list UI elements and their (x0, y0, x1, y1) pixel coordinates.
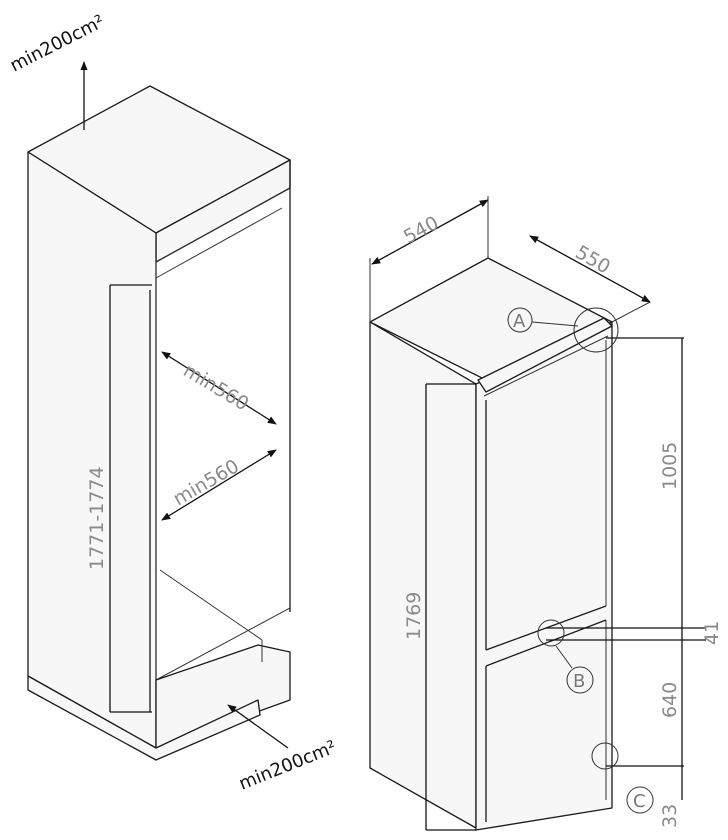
vent-top-arrow: min200cm² (7, 11, 108, 130)
vent-bottom-label: min200cm² (236, 737, 339, 795)
upper-door-label: 1005 (659, 442, 681, 490)
marker-a-label: A (513, 311, 526, 332)
appliance-door-dimensions: 1005 41 640 33 (546, 337, 723, 828)
depth-lower-label: min560 (170, 455, 243, 510)
vent-top-label: min200cm² (7, 11, 108, 76)
base-label: 33 (659, 804, 681, 828)
niche-depth-lower-dimension: min560 (161, 449, 277, 521)
niche-cabinet (27, 85, 291, 761)
appliance-height-dimension: 1769 (403, 383, 476, 831)
height-label: 1769 (403, 592, 425, 640)
marker-b: B (537, 619, 594, 694)
niche-depth-upper-dimension: min560 (161, 351, 277, 425)
lower-door-label: 640 (659, 682, 681, 718)
width-label: 540 (400, 212, 442, 248)
depth-upper-label: min560 (179, 359, 252, 415)
depth-label: 550 (572, 241, 614, 278)
marker-a: A (507, 307, 619, 353)
niche-height-dimension: 1771-1774 (86, 284, 152, 713)
marker-c-label: C (633, 791, 646, 812)
gap-label: 41 (701, 621, 723, 645)
marker-b-label: B (573, 671, 585, 692)
appliance-depth-dimension: 550 (529, 235, 651, 323)
marker-c: C (591, 742, 654, 814)
appliance-body (369, 257, 613, 831)
niche-height-label: 1771-1774 (86, 466, 108, 570)
